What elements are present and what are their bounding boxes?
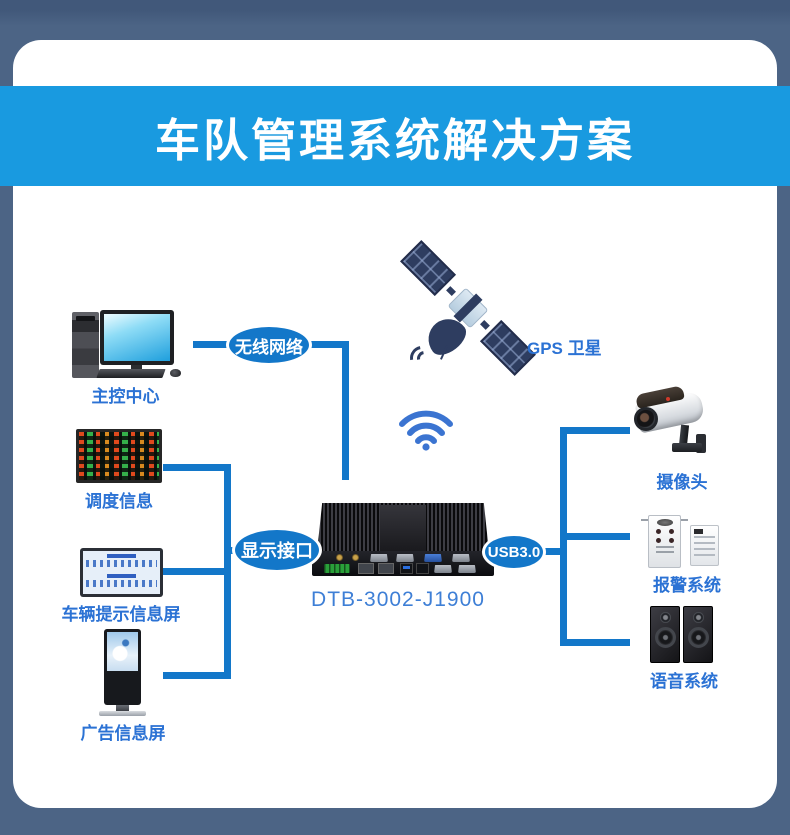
pc-tower <box>72 312 99 378</box>
wireless-network-label: 无线网络 <box>235 337 303 357</box>
voice-system-label: 语音系统 <box>650 672 718 691</box>
pc-front-ports <box>312 551 494 576</box>
pc-monitor <box>100 310 174 365</box>
usb-pill: USB3.0 <box>482 533 546 571</box>
wifi-icon <box>396 403 456 451</box>
ad-kiosk-icon <box>99 629 146 717</box>
page-title: 车队管理系统解决方案 <box>154 114 635 166</box>
gps-satellite-label: GPS 卫星 <box>527 339 602 358</box>
gps-satellite-icon <box>400 240 536 376</box>
wireless-network-pill: 无线网络 <box>226 324 312 366</box>
camera-label: 摄像头 <box>656 473 708 492</box>
alarm-system-icon <box>641 515 722 569</box>
usb-label: USB3.0 <box>487 543 541 561</box>
industrial-pc-icon <box>312 500 494 580</box>
connector-line-camera <box>560 427 630 434</box>
device-model-label: DTB-3002-J1900 <box>311 588 485 611</box>
display-interface-pill: 显示接口 <box>232 527 322 573</box>
connector-line-voice <box>560 639 630 646</box>
desktop-computer-icon <box>68 305 183 383</box>
pc-keyboard <box>96 369 166 378</box>
cctv-camera-icon <box>628 384 716 466</box>
speakers-icon <box>650 606 715 664</box>
connector-line-vehicle <box>163 568 224 575</box>
pc-mouse <box>170 369 181 377</box>
ad-info-screen-label: 广告信息屏 <box>80 724 166 743</box>
camera-lens <box>634 407 658 431</box>
title-banner: 车队管理系统解决方案 <box>0 86 790 186</box>
led-board-icon <box>76 429 162 483</box>
dispatch-info-label: 调度信息 <box>85 492 153 511</box>
vehicle-display-icon <box>80 548 163 597</box>
connector-line-ad <box>163 672 231 679</box>
connector-line-wireless-v <box>342 341 349 480</box>
connector-line-alarm <box>560 533 630 540</box>
vehicle-info-screen-label: 车辆提示信息屏 <box>61 605 181 624</box>
connector-line-dispatch <box>163 464 224 471</box>
connector-line-left-bracket <box>224 464 231 679</box>
control-center-label: 主控中心 <box>91 387 160 406</box>
alarm-system-label: 报警系统 <box>653 576 721 595</box>
connector-line-usb <box>540 548 567 555</box>
display-interface-label: 显示接口 <box>241 541 313 561</box>
